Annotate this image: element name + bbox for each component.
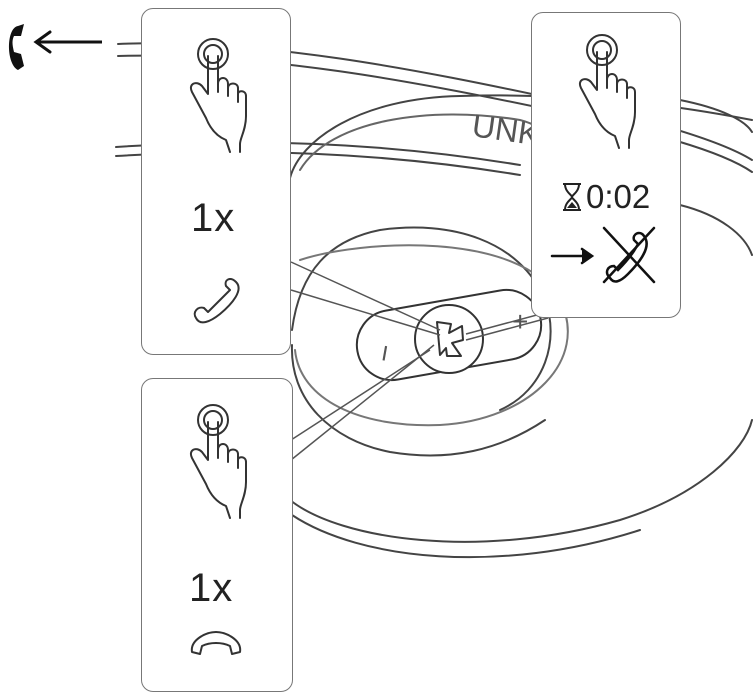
tap-finger-icon — [579, 34, 636, 149]
control-strip: − + — [355, 288, 543, 382]
phone-hangup-icon — [190, 631, 242, 655]
tap-count: 1x — [189, 566, 234, 610]
phone-receiver-icon — [193, 278, 240, 324]
tap-finger-icon — [190, 404, 247, 519]
plus-label: + — [512, 306, 528, 337]
answer-call-panel — [141, 8, 291, 355]
hourglass-icon — [563, 183, 581, 211]
hold-duration: 0:02 — [586, 178, 651, 215]
phone-crossed-icon — [550, 226, 656, 284]
minus-label: − — [368, 342, 404, 365]
tap-finger-icon — [190, 38, 247, 153]
incoming-call-icon — [9, 24, 102, 70]
tap-count: 1x — [191, 196, 236, 240]
